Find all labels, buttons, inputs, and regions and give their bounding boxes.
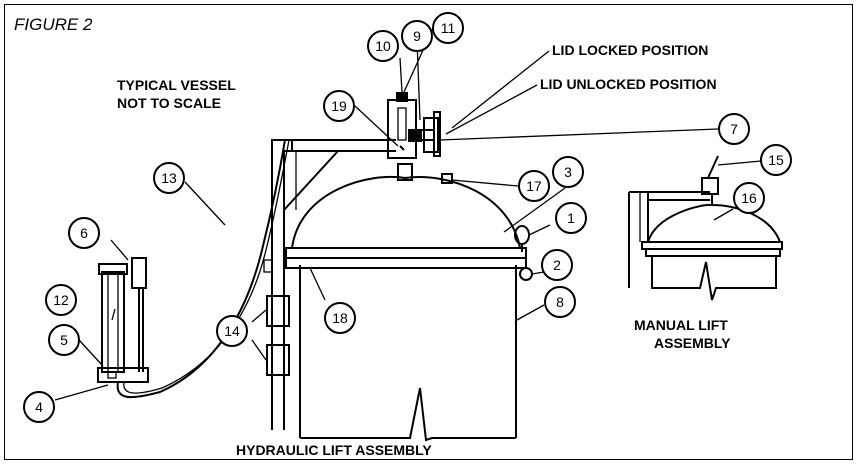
- svg-text:12: 12: [53, 292, 69, 308]
- svg-text:13: 13: [161, 170, 177, 186]
- callout-3: 3: [552, 156, 584, 188]
- svg-text:3: 3: [564, 164, 572, 180]
- leader-lines: [54, 25, 762, 401]
- note-not-to-scale: NOT TO SCALE: [117, 95, 221, 111]
- note-hydraulic-lift: HYDRAULIC LIFT ASSEMBLY: [236, 442, 432, 458]
- svg-text:19: 19: [331, 98, 347, 114]
- svg-text:15: 15: [768, 152, 784, 168]
- svg-text:6: 6: [80, 225, 88, 241]
- callout-4: 4: [23, 391, 55, 423]
- svg-text:17: 17: [526, 178, 542, 194]
- svg-text:7: 7: [730, 121, 738, 137]
- note-manual-lift-1: MANUAL LIFT: [634, 317, 728, 333]
- callout-9: 9: [401, 20, 433, 52]
- callout-16: 16: [733, 182, 765, 214]
- svg-text:2: 2: [553, 257, 561, 273]
- svg-text:1: 1: [567, 210, 575, 226]
- svg-text:11: 11: [441, 20, 456, 36]
- manual-lift: [628, 155, 783, 301]
- lock-assembly: [387, 92, 441, 159]
- note-manual-lift-2: ASSEMBLY: [654, 335, 731, 351]
- svg-text:8: 8: [556, 294, 564, 310]
- figure-label: FIGURE 2: [14, 15, 93, 34]
- callout-18: 18: [324, 302, 356, 334]
- callout-13: 13: [153, 162, 185, 194]
- callout-1: 1: [555, 202, 587, 234]
- callout-17: 17: [518, 170, 550, 202]
- svg-text:5: 5: [60, 332, 68, 348]
- callout-7: 7: [718, 113, 750, 145]
- callout-2: 2: [541, 249, 573, 281]
- svg-text:14: 14: [224, 323, 240, 339]
- callout-10: 10: [367, 30, 399, 62]
- svg-text:9: 9: [413, 28, 421, 44]
- callout-15: 15: [760, 144, 792, 176]
- callout-12: 12: [45, 284, 77, 316]
- svg-text:10: 10: [375, 38, 391, 54]
- note-lid-unlocked: LID UNLOCKED POSITION: [540, 76, 717, 92]
- vessel: [263, 139, 533, 442]
- svg-text:18: 18: [332, 310, 348, 326]
- callout-11: 11: [432, 12, 464, 44]
- hydraulic-pump: [97, 257, 149, 383]
- note-lid-locked: LID LOCKED POSITION: [552, 42, 708, 58]
- callout-8: 8: [544, 286, 576, 318]
- svg-text:4: 4: [35, 399, 43, 415]
- callouts: 1 2 3 4 5 6 7 8 9 10 11 12 13 14 15 16 1…: [23, 12, 792, 423]
- callout-19: 19: [323, 90, 355, 122]
- callout-14: 14: [216, 315, 248, 347]
- note-typical-vessel: TYPICAL VESSEL: [117, 77, 236, 93]
- figure-frame: [4, 4, 853, 460]
- svg-text:16: 16: [741, 190, 757, 206]
- callout-5: 5: [48, 324, 80, 356]
- callout-6: 6: [68, 217, 100, 249]
